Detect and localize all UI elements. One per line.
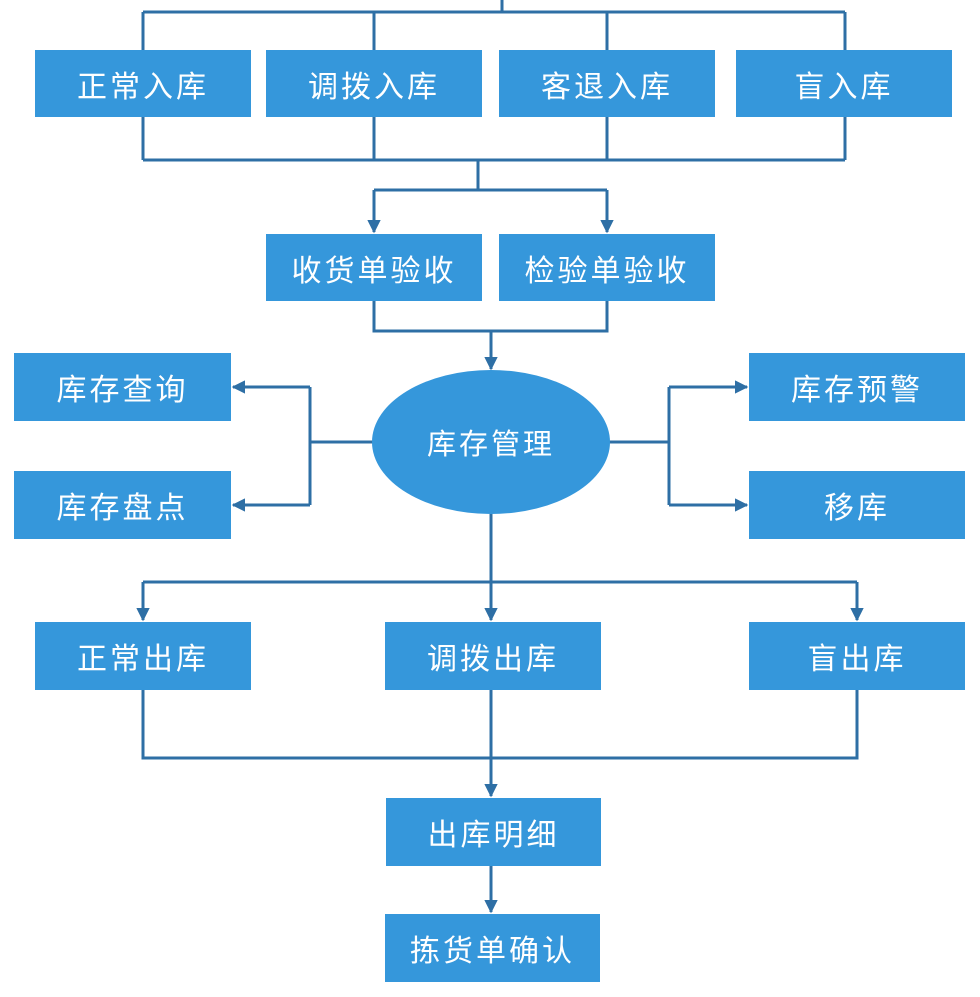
node-inventory-management[interactable]: 库存管理 [372,370,610,514]
node-normal-outbound[interactable]: 正常出库 [35,622,251,690]
node-normal-inbound[interactable]: 正常入库 [35,50,251,117]
node-stock-count[interactable]: 库存盘点 [14,471,231,539]
node-pick-confirm[interactable]: 拣货单确认 [385,914,600,982]
node-blind-outbound[interactable]: 盲出库 [749,622,965,690]
connector-inspection-merge [372,301,609,333]
connector-outbound-merge [141,690,859,760]
node-quality-inspection[interactable]: 检验单验收 [499,234,715,301]
node-blind-inbound[interactable]: 盲入库 [736,50,952,117]
node-stock-alert[interactable]: 库存预警 [749,353,965,421]
node-stock-query[interactable]: 库存查询 [14,353,231,421]
node-receipt-inspection[interactable]: 收货单验收 [266,234,482,301]
node-return-inbound[interactable]: 客退入库 [499,50,715,117]
node-transfer-outbound[interactable]: 调拨出库 [385,622,601,690]
node-outbound-detail[interactable]: 出库明细 [386,798,601,866]
node-transfer-inbound[interactable]: 调拨入库 [266,50,482,117]
node-stock-move[interactable]: 移库 [749,471,965,539]
